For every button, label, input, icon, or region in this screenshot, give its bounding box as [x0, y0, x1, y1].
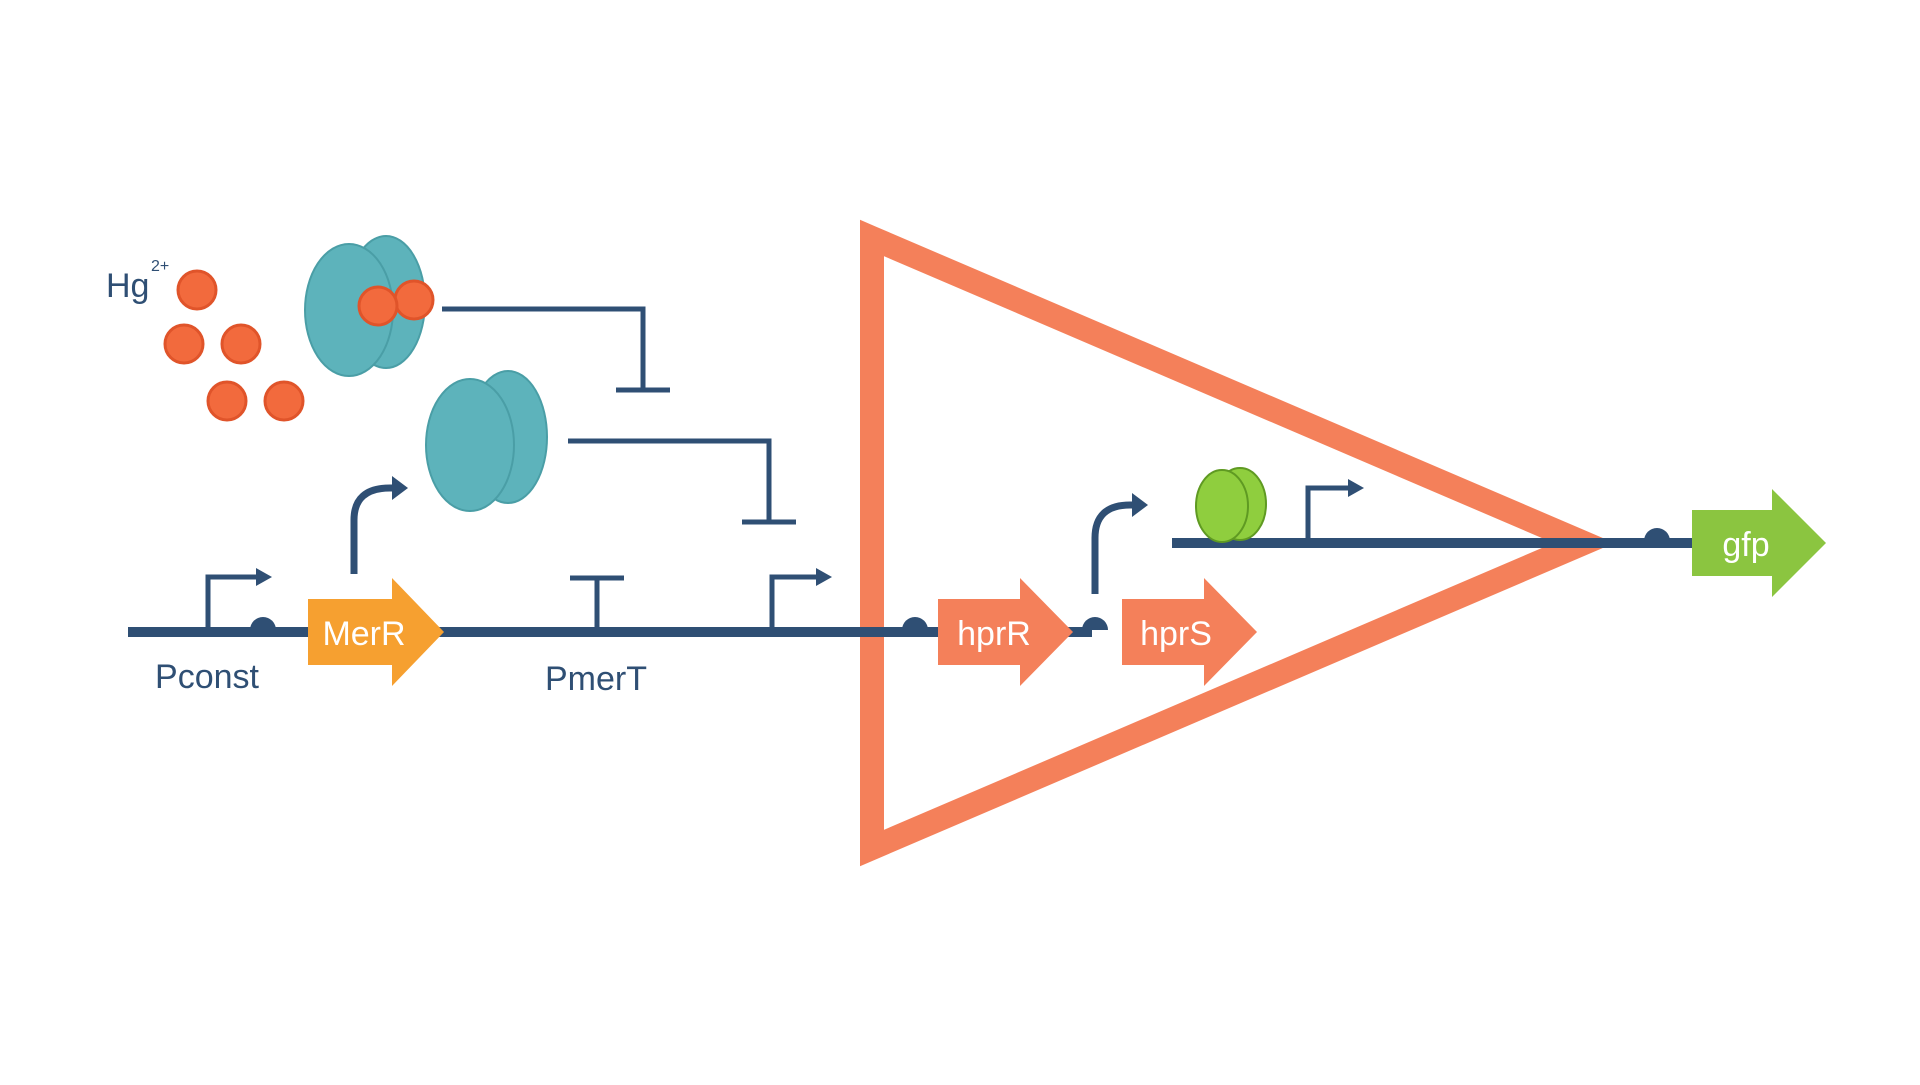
bound-mercury-ion	[393, 279, 435, 321]
expression-arrowhead-icon	[1132, 493, 1148, 517]
promoter-arrowhead-icon	[256, 568, 272, 586]
mercury-ion	[206, 380, 248, 422]
expression-arrow-icon	[1091, 501, 1135, 594]
expression-arrowhead-icon	[392, 476, 408, 500]
ribosome-binding-site-icon	[1082, 617, 1108, 630]
gfp-gene-label: gfp	[1722, 526, 1769, 564]
repression-line	[568, 438, 772, 522]
promoter-arrowhead-icon	[816, 568, 832, 586]
merr-gene-label: MerR	[322, 615, 405, 653]
hprs-gene-arrow	[1122, 578, 1257, 686]
mercury-ion	[163, 323, 205, 365]
promoter-mert-label: PmerT	[545, 660, 647, 698]
repression-line	[442, 306, 646, 390]
promoter-arrow-icon	[205, 574, 258, 628]
hprs-gene-label: hprS	[1140, 615, 1212, 653]
ribosome-binding-site-icon	[1644, 528, 1670, 541]
gfp-gene-arrow	[1692, 489, 1826, 597]
promoter-const-label: Pconst	[155, 658, 259, 696]
expression-arrow-icon	[350, 484, 395, 574]
mercury-ion	[220, 323, 262, 365]
hprr-gene-arrow	[938, 578, 1073, 686]
ribosome-binding-site-icon	[902, 617, 928, 630]
amplifier-triangle-icon	[860, 219, 1615, 867]
merr-gene-arrow	[308, 578, 444, 686]
ribosome-binding-site-icon	[250, 617, 276, 630]
promoter-arrow-icon	[1305, 485, 1350, 539]
hprr-gene-label: hprR	[957, 615, 1031, 653]
bound-mercury-ion	[357, 285, 399, 327]
ion-label: Hg	[106, 267, 149, 305]
merr-protein-free	[425, 370, 548, 512]
merr-protein-bound	[304, 235, 435, 377]
hpr-protein	[1195, 467, 1267, 543]
mercury-ion	[176, 269, 218, 311]
promoter-arrow-icon	[769, 574, 818, 628]
promoter-arrowhead-icon	[1348, 479, 1364, 497]
mercury-ion	[263, 380, 305, 422]
ion-charge-label: 2+	[151, 258, 169, 275]
